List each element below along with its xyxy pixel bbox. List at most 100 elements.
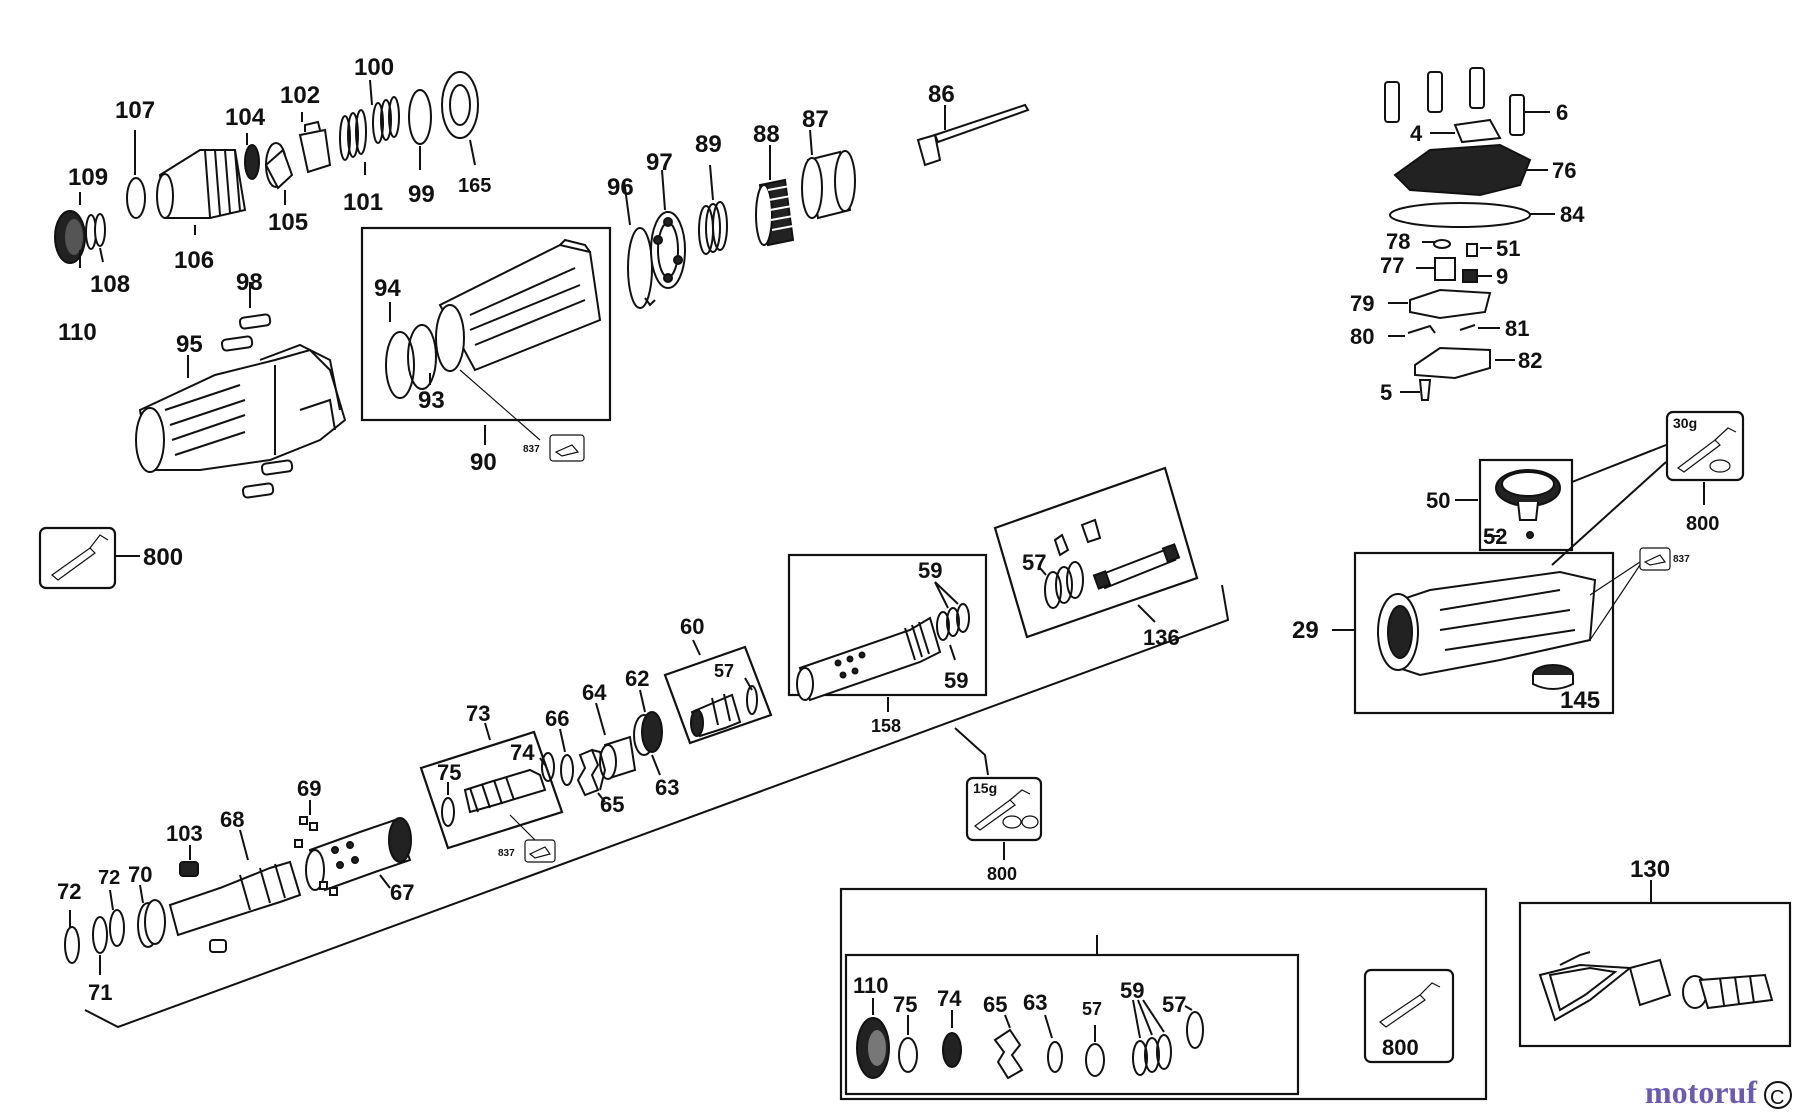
box-60: 57 60	[663, 614, 773, 745]
part-62	[633, 711, 663, 756]
watermark-text: motoruf	[1645, 1074, 1757, 1110]
part-51	[1466, 243, 1478, 257]
label-63b: 63	[1023, 990, 1047, 1015]
part-66	[560, 754, 574, 786]
label-9: 9	[1496, 264, 1508, 289]
label-837c: 837	[498, 848, 515, 859]
part-102	[298, 120, 332, 174]
label-800d: 800	[1382, 1035, 1419, 1060]
label-158: 158	[871, 716, 901, 736]
grease-tube-icon-15g: 15g	[965, 776, 1043, 842]
axis-line	[84, 584, 1230, 1029]
kit-part-59-rings	[1132, 1034, 1172, 1076]
label-165: 165	[458, 175, 491, 197]
label-59b: 59	[944, 668, 968, 693]
part-81	[1459, 324, 1476, 331]
label-837a: 837	[523, 444, 540, 455]
label-89: 89	[695, 131, 722, 158]
part-158-tube	[796, 616, 942, 702]
label-65a: 65	[600, 792, 624, 817]
label-98: 98	[236, 269, 263, 296]
kit-box-outer	[839, 887, 1488, 1101]
kit-part-110	[856, 1017, 890, 1079]
label-105: 105	[268, 209, 308, 236]
part-75	[441, 797, 455, 827]
label-71: 71	[88, 980, 112, 1005]
manual-icon-837c: 837	[498, 839, 556, 863]
label-57b: 57	[714, 661, 734, 681]
part-77	[1434, 257, 1456, 281]
label-96: 96	[607, 174, 634, 201]
part-82	[1414, 346, 1491, 380]
label-60: 60	[680, 614, 704, 639]
grease-tube-icon-800d: 800	[1363, 968, 1455, 1064]
label-72b: 72	[98, 867, 120, 889]
label-88: 88	[753, 121, 780, 148]
part-104	[244, 144, 260, 180]
kit-box-29	[1353, 551, 1615, 715]
part-71	[92, 916, 108, 954]
label-81: 81	[1505, 316, 1529, 341]
label-52: 52	[1483, 524, 1507, 549]
label-102: 102	[280, 82, 320, 109]
part-103	[179, 861, 199, 877]
label-57c: 57	[1082, 999, 1102, 1019]
part-69-balls	[294, 816, 338, 896]
part-72a	[64, 926, 80, 964]
manual-icon-837b: 837	[1639, 547, 1690, 571]
grease-tube-icon-800a: 800	[38, 526, 183, 590]
label-62: 62	[625, 666, 649, 691]
part-130-handle	[1538, 951, 1774, 1022]
label-145: 145	[1560, 687, 1600, 714]
label-130: 130	[1630, 856, 1670, 883]
part-99	[408, 89, 432, 145]
parts-62-66: 62 64 66 63 65	[545, 666, 679, 817]
part-105	[264, 142, 294, 190]
kit-box-158	[787, 553, 988, 697]
label-66: 66	[545, 706, 569, 731]
gearbox-assembly: 30g 800 50 52 29 145	[1292, 410, 1745, 715]
part-79	[1409, 288, 1492, 320]
label-65b: 65	[983, 992, 1007, 1017]
label-106: 106	[174, 247, 214, 274]
part-67-cylinder	[305, 817, 412, 892]
seal-kit: 110 75 74 65 63 57 59 57 800	[839, 887, 1488, 1101]
label-100: 100	[354, 54, 394, 81]
label-4: 4	[1410, 121, 1423, 146]
part-59-rings-158	[936, 603, 970, 641]
label-75b: 75	[893, 992, 917, 1017]
label-800c: 800	[987, 864, 1017, 884]
kit-part-57b	[1186, 1011, 1204, 1049]
label-6: 6	[1556, 100, 1568, 125]
label-59c: 59	[1120, 978, 1144, 1003]
kit-box-130	[1518, 901, 1792, 1048]
part-5	[1418, 379, 1432, 401]
label-73: 73	[466, 701, 490, 726]
label-78: 78	[1386, 229, 1410, 254]
part-70	[137, 899, 166, 948]
label-57a: 57	[1022, 550, 1046, 575]
part-100-spring	[372, 96, 400, 144]
label-107: 107	[115, 97, 155, 124]
label-84: 84	[1560, 202, 1585, 227]
part-106	[156, 149, 247, 219]
label-800a: 800	[143, 544, 183, 571]
chuck-assembly: 110 109 108 107 106 104 105 102 100 101 …	[54, 54, 491, 346]
box-136: 57 136	[993, 466, 1199, 650]
part-110	[54, 210, 86, 264]
label-109: 109	[68, 164, 108, 191]
label-15g: 15g	[973, 780, 997, 796]
label-99: 99	[408, 181, 435, 208]
label-79: 79	[1350, 291, 1374, 316]
watermark: motoruf C	[1645, 1074, 1792, 1110]
label-136: 136	[1143, 625, 1180, 650]
label-90: 90	[470, 449, 497, 476]
part-9	[1462, 269, 1478, 283]
kit-part-65	[993, 1028, 1024, 1080]
label-110: 110	[58, 319, 97, 346]
label-800b: 800	[1686, 513, 1719, 535]
label-77: 77	[1380, 253, 1404, 278]
part-64	[599, 735, 637, 780]
kit-box-136	[993, 466, 1199, 639]
kit-part-74	[942, 1032, 962, 1068]
